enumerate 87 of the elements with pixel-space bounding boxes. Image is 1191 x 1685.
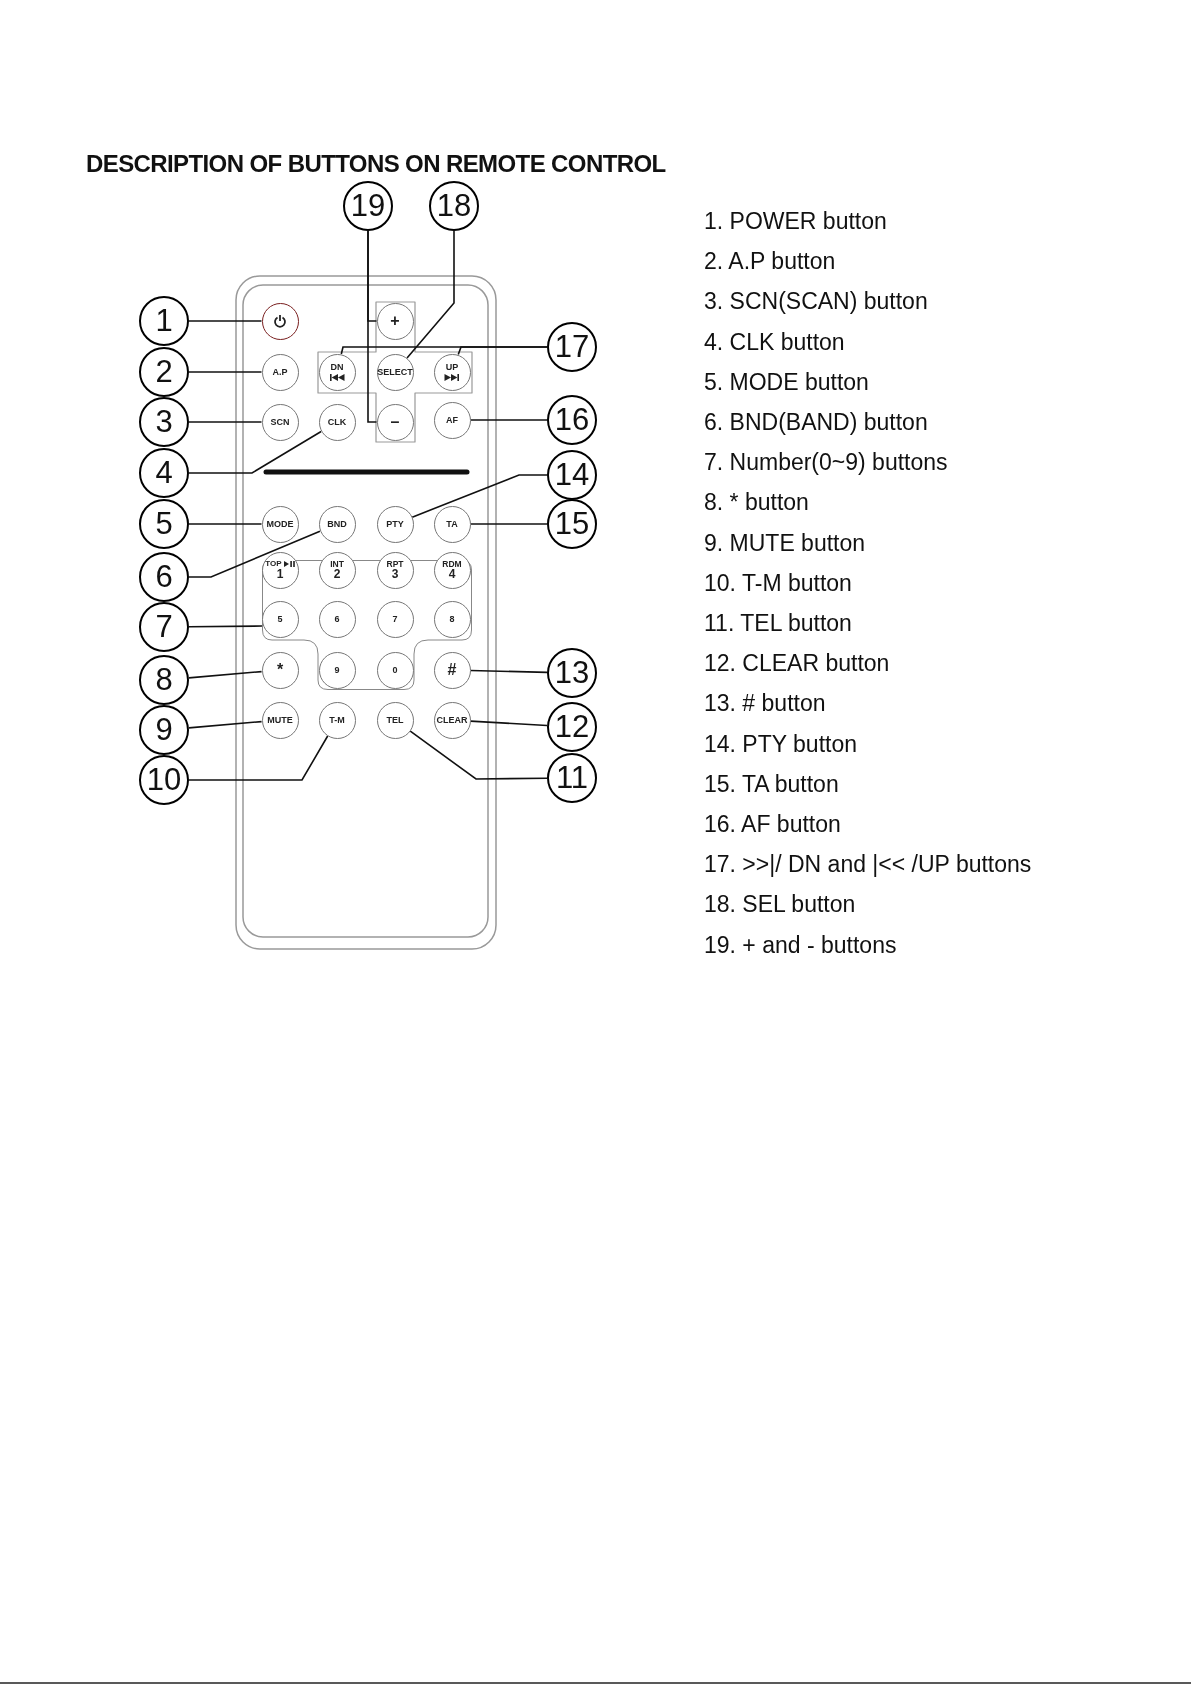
leader-line [188,430,322,474]
callout-number: 4 [139,448,189,498]
button-description: 10. T-M button [704,569,852,597]
remote-button: TEL [376,701,414,739]
leader-line [188,625,263,628]
remote-button: T-M [318,701,356,739]
callout-number: 10 [139,755,189,805]
leader-line [188,720,263,729]
power-button [261,302,299,340]
button-description: 9. MUTE button [704,529,866,557]
button-description: 7. Number(0~9) buttons [704,449,948,477]
callout-number: 9 [139,705,189,755]
leader-line [469,720,548,727]
remote-button: RPT 3 [376,551,414,589]
remote-button: 8 [433,600,471,638]
remote-button: AF [433,401,471,439]
button-description: 12. CLEAR button [704,650,890,678]
remote-button: PTY [376,505,414,543]
remote-button: UP [433,353,471,391]
leader-line [188,320,263,322]
callout-number: 16 [547,395,597,445]
remote-button: MODE [261,505,299,543]
callout-number: 17 [547,322,597,372]
leader-line [188,670,263,679]
button-description: 13. # button [704,690,826,718]
callout-number: 18 [429,181,479,231]
button-description: 15. TA button [704,770,839,798]
button-description: 1. POWER button [704,208,887,235]
leader-line [457,346,548,356]
button-description: 16. AF button [704,811,841,838]
remote-button: MUTE [261,701,299,739]
button-description: 5. MODE button [704,368,869,396]
callout-number: 19 [343,181,393,231]
remote-button: DN [318,353,356,391]
callout-number: 2 [139,347,189,397]
remote-button: 7 [376,600,414,638]
remote-button: # [433,651,471,689]
remote-button: CLK [318,403,356,441]
callout-number: 14 [547,450,597,500]
callout-number: 7 [139,602,189,652]
leader-line [188,371,263,373]
callout-number: 8 [139,655,189,705]
button-description: 18. SEL button [704,891,856,919]
callout-number: 15 [547,499,597,549]
leader-line [469,523,548,525]
button-description: 14. PTY button [704,730,857,758]
callout-number: 12 [547,702,597,752]
callout-number: 11 [547,753,597,803]
remote-button: 5 [261,600,299,638]
leader-line [406,230,455,359]
button-description: 17. >>|/ DN and |<< /UP buttons [704,851,1032,879]
remote-button: RDM 4 [433,551,471,589]
leader-line [469,669,548,674]
button-description: 19. + and - buttons [704,931,897,959]
button-description: 2. A.P button [704,248,836,276]
callout-number: 5 [139,499,189,549]
remote-button: 9 [318,651,356,689]
remote-button: A.P [261,353,299,391]
leader-line [188,530,321,578]
button-description: 8. * button [704,489,809,517]
remote-button: * [261,651,299,689]
remote-button: SELECT [376,353,414,391]
button-description: 11. TEL button [704,610,852,637]
button-description: 3. SCN(SCAN) button [704,288,928,316]
remote-button: – [376,403,414,441]
callout-number: 1 [139,296,189,346]
callout-number: 6 [139,552,189,602]
button-description: 4. CLK button [704,328,845,356]
leader-line [188,523,263,525]
callout-number: 3 [139,397,189,447]
leader-line [188,421,263,423]
remote-button: TOP 1 [261,551,299,589]
title: DESCRIPTION OF BUTTONS ON REMOTE CONTROL [86,150,666,178]
remote-button: BND [318,505,356,543]
callout-number: 13 [547,648,597,698]
remote-button: SCN [261,403,299,441]
button-description: 6. BND(BAND) button [704,409,928,436]
leader-line [188,735,329,781]
remote-button: 6 [318,600,356,638]
leader-line [409,730,548,780]
leader-line [367,230,378,423]
remote-button: CLEAR [433,701,471,739]
remote-button: INT 2 [318,551,356,589]
remote-button: 0 [376,651,414,689]
remote-button: TA [433,505,471,543]
leader-line [411,474,548,518]
leader-line [469,419,548,421]
